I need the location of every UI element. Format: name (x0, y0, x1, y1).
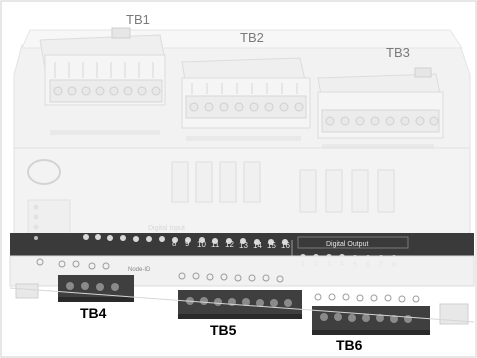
tb2-label: TB2 (240, 30, 264, 45)
input-number: 13 (239, 241, 248, 250)
tb5-label: TB5 (210, 322, 237, 338)
input-number: 8 (172, 239, 177, 248)
output-number: 2 (314, 261, 318, 268)
output-number: 1 (301, 261, 305, 268)
brand-logo (27, 159, 61, 185)
input-number: 16 (281, 241, 290, 250)
output-number: 4 (340, 261, 344, 268)
terminal-block-tb5 (178, 290, 302, 319)
terminal-block-tb6 (312, 306, 430, 335)
output-number-row: 1 2 3 4 5 6 7 8 (301, 261, 396, 269)
tb3-label: TB3 (386, 45, 410, 60)
input-leds (83, 234, 288, 245)
tb6-label: TB6 (336, 337, 363, 353)
output-number: 6 (366, 262, 370, 269)
terminal-block-tb3 (317, 67, 444, 139)
output-number: 7 (379, 262, 383, 269)
input-number-row: 8 9 10 11 12 13 14 15 16 (172, 239, 290, 250)
input-number: 10 (197, 240, 206, 249)
input-number: 12 (225, 240, 234, 249)
output-number: 5 (353, 262, 357, 269)
node-id-label: Node-ID (128, 267, 151, 273)
input-number: 9 (185, 239, 190, 248)
input-number: 11 (211, 240, 220, 249)
front-panel (13, 147, 471, 237)
terminal-block-tb1 (39, 27, 166, 106)
terminal-block-tb2 (181, 57, 311, 129)
terminal-block-tb4 (58, 275, 134, 302)
output-number: 8 (392, 262, 396, 269)
input-number: 14 (253, 241, 262, 250)
digital-output-label: Digital Output (326, 241, 368, 248)
output-number: 3 (327, 261, 331, 268)
tb4-label: TB4 (80, 305, 107, 321)
digital-input-label: Digital Input (148, 225, 185, 232)
input-number: 15 (267, 241, 276, 250)
tb1-label: TB1 (126, 12, 150, 27)
